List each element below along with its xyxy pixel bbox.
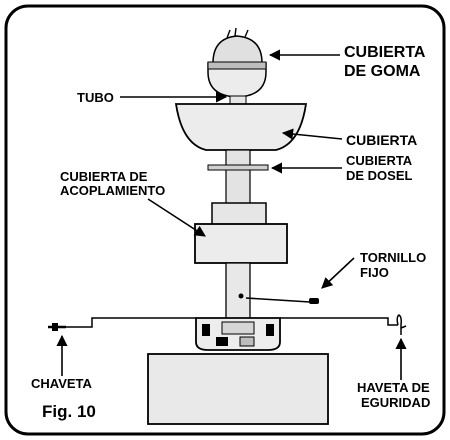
downrod-part [225, 149, 251, 207]
label-canopy-cover-1: CUBIERTA [346, 153, 413, 168]
set-screw-part [245, 297, 319, 304]
cover-bowl-part [174, 103, 308, 151]
label-rubber-cover-1: CUBIERTA [344, 44, 426, 61]
motor-body-part [147, 353, 329, 425]
motor-housing-part [195, 317, 281, 351]
label-coupling-cover-1: CUBIERTA DE [60, 169, 148, 184]
rubber-cover-part [207, 27, 267, 98]
arrow-set-screw [321, 257, 355, 289]
label-pin: CHAVETA [31, 376, 93, 391]
label-coupling-cover-2: ACOPLAMIENTO [60, 183, 165, 198]
figure-caption: Fig. 10 [42, 402, 96, 421]
label-set-screw-2: FIJO [360, 265, 389, 280]
label-set-screw-1: TORNILLO [360, 250, 426, 265]
lower-shaft-part [225, 262, 251, 320]
set-screw-hole [238, 293, 244, 299]
left-wire [66, 317, 196, 328]
right-wire [280, 317, 398, 326]
label-canopy-cover-2: DE DOSEL [346, 168, 413, 183]
safety-pin-part [396, 314, 407, 335]
label-rubber-cover-2: DE GOMA [344, 63, 421, 80]
pin-part [48, 323, 66, 331]
label-tube: TUBO [77, 90, 114, 105]
label-cover: CUBIERTA [346, 132, 417, 148]
label-safety-pin-2: EGURIDAD [361, 395, 430, 410]
canopy-ring-part [207, 164, 269, 171]
label-safety-pin-1: HAVETA DE [357, 380, 430, 395]
arrow-cover [281, 128, 343, 140]
arrow-coupling-cover [147, 198, 206, 237]
